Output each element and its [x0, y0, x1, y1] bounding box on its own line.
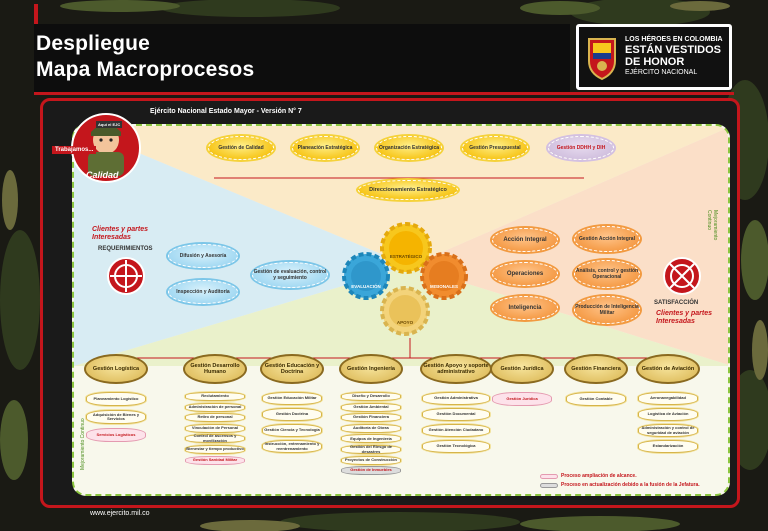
node-operaciones[interactable]: Operaciones [492, 262, 558, 286]
page-title-line2: Mapa Macroprocesos [36, 58, 255, 81]
top-red-bar [34, 4, 38, 26]
support-item-5-0[interactable]: Gestión Jurídica [492, 392, 552, 406]
logo-line1: LOS HÉROES EN COLOMBIA [625, 36, 723, 43]
mascot-sign: Aqui el EJC [96, 121, 123, 128]
support-item-7-0[interactable]: Aeronavegabilidad [638, 392, 698, 405]
support-head-7[interactable]: Gestión de Aviación [636, 354, 700, 384]
logo-line2: ESTÁN VESTIDOS [625, 44, 721, 56]
support-item-2-0[interactable]: Gestión Educación Militar [262, 392, 322, 405]
node-gestion-calidad[interactable]: Gestión de Calidad [208, 136, 274, 160]
legend-text-ampliacion: Proceso ampliación de alcance. [561, 473, 637, 479]
support-item-6-0[interactable]: Gestión Contable [566, 392, 626, 406]
support-item-3-4[interactable]: Equipos de Ingeniería [341, 434, 401, 444]
input-wheel-icon [107, 257, 145, 295]
support-item-7-1[interactable]: Logística de Aviación [638, 408, 698, 421]
support-item-0-1[interactable]: Adquisición de Bienes y Servicios [86, 410, 146, 424]
node-organizacion-estrategica[interactable]: Organización Estratégica [376, 136, 442, 160]
support-item-3-1[interactable]: Gestión Ambiental [341, 402, 401, 412]
support-item-1-3[interactable]: Vinculación de Personal [185, 423, 245, 433]
node-gestion-presupuestal[interactable]: Gestión Presupuestal [462, 136, 528, 160]
support-item-1-1[interactable]: Administración de personal [185, 402, 245, 412]
support-item-2-3[interactable]: Instrucción, entrenamiento y reentrenami… [262, 440, 322, 453]
header-box [34, 24, 570, 92]
support-item-0-0[interactable]: Planeamiento Logístico [86, 392, 146, 406]
node-gestion-ddhh[interactable]: Gestión DDHH y DIH [548, 136, 614, 160]
header-red-line [34, 92, 734, 95]
support-head-6[interactable]: Gestión Financiera [564, 354, 628, 384]
node-analisis-control[interactable]: Análisis, control y gestión Operacional [574, 260, 640, 288]
legend-item-ampliacion: Proceso ampliación de alcance. [540, 473, 637, 479]
version-subtitle: Ejército Nacional Estado Mayor - Versión… [150, 108, 302, 115]
support-item-3-5[interactable]: Gestión del Riesgo de desastres [341, 444, 401, 454]
support-head-0[interactable]: Gestión Logística [84, 354, 148, 384]
logo-line4: EJÉRCITO NACIONAL [625, 69, 698, 76]
requerimientos-label: REQUERIMIENTOS [98, 246, 153, 252]
node-planeacion-estrategica[interactable]: Planeación Estratégica [292, 136, 358, 160]
gear-estrategico-label: ESTRATÉGICO [389, 254, 423, 259]
legend-text-actualizacion: Proceso en actualización debido a la fus… [561, 482, 700, 488]
support-item-3-2[interactable]: Gestión Financiera [341, 413, 401, 423]
support-item-3-3[interactable]: Auditoría de Obras [341, 423, 401, 433]
node-accion-integral[interactable]: Acción Integral [492, 228, 558, 252]
support-item-7-2[interactable]: Administración y control de seguridad de… [638, 424, 698, 437]
mascot-badge: Calidad [86, 170, 119, 180]
legend-item-actualizacion: Proceso en actualización debido a la fus… [540, 482, 700, 488]
support-item-2-2[interactable]: Gestión Ciencia y Tecnología [262, 424, 322, 437]
support-head-3[interactable]: Gestión Ingeniería [339, 354, 403, 384]
node-inspeccion[interactable]: Inspección y Auditoría [168, 280, 238, 304]
support-item-4-2[interactable]: Gestión Atención Ciudadano [422, 424, 490, 437]
support-item-7-3[interactable]: Estandarización [638, 440, 698, 453]
right-continuous-improvement: Mejoramiento Continuo [706, 210, 718, 241]
node-direccionamiento[interactable]: Direccionamiento Estratégico [358, 180, 458, 200]
support-item-4-0[interactable]: Gestión Administrativa [422, 392, 490, 405]
support-head-5[interactable]: Gestión Jurídica [490, 354, 554, 384]
support-item-1-2[interactable]: Retiro de personal [185, 413, 245, 423]
support-item-1-0[interactable]: Reclutamiento [185, 392, 245, 401]
gear-apoyo-icon [380, 286, 430, 336]
output-wheel-icon [663, 257, 701, 295]
website-url[interactable]: www.ejercito.mil.co [90, 510, 150, 517]
support-head-1[interactable]: Gestión Desarrollo Humano [183, 354, 247, 384]
satisfaccion-label: SATISFACCIÓN [654, 300, 699, 306]
gear-misionales-icon [420, 252, 468, 300]
gear-apoyo-label: APOYO [396, 320, 414, 325]
crest-icon [588, 38, 616, 81]
support-head-4[interactable]: Gestión Apoyo y soporte administrativo [420, 354, 492, 384]
gear-evaluacion-label: EVALUACIÓN [351, 284, 381, 289]
support-head-2[interactable]: Gestión Educación y Doctrina [260, 354, 324, 384]
support-item-2-1[interactable]: Gestión Doctrina [262, 408, 322, 421]
node-inteligencia[interactable]: Inteligencia [492, 296, 558, 320]
support-item-3-7[interactable]: Gestión de Inmuebles [341, 466, 401, 476]
clientes-right: Clientes y partes Interesadas [656, 310, 713, 325]
gear-evaluacion-icon [342, 252, 390, 300]
node-evaluacion-control[interactable]: Gestión de evaluación, control y seguimi… [252, 262, 328, 288]
legend-gray-swatch [540, 482, 558, 488]
clientes-left: Clientes y partes Interesadas [92, 226, 149, 241]
node-gestion-accion-integral[interactable]: Gestión Acción Integral [574, 226, 640, 252]
army-logo: LOS HÉROES EN COLOMBIA ESTÁN VESTIDOS DE… [576, 24, 732, 90]
node-produccion-inteligencia[interactable]: Producción de Inteligencia Militar [574, 296, 640, 324]
gear-misionales-label: MISIONALES [429, 284, 458, 289]
support-item-3-0[interactable]: Diseño y Desarrollo [341, 392, 401, 401]
support-item-1-5[interactable]: Bienestar y tiempo productivo [185, 445, 245, 454]
left-continuous-improvement: Mejoramiento Continuo [80, 418, 86, 470]
support-item-1-4[interactable]: Control de ascensos y movilización [185, 434, 245, 444]
legend-pink-swatch [540, 473, 558, 479]
support-item-4-1[interactable]: Gestión Documental [422, 408, 490, 421]
support-item-0-2[interactable]: Servicios Logísticos [86, 428, 146, 442]
gear-estrategico-icon [380, 222, 432, 274]
page-title-line1: Despliegue [36, 32, 151, 55]
support-item-1-6[interactable]: Gestión Sanidad Militar [185, 455, 245, 465]
node-difusion[interactable]: Difusión y Asesoría [168, 244, 238, 268]
support-item-3-6[interactable]: Proyectos de Construcción [341, 455, 401, 465]
mascot-banner: Trabajamos... [52, 146, 97, 154]
logo-line3: DE HONOR [625, 56, 685, 68]
support-item-4-3[interactable]: Gestión Tecnológica [422, 440, 490, 453]
